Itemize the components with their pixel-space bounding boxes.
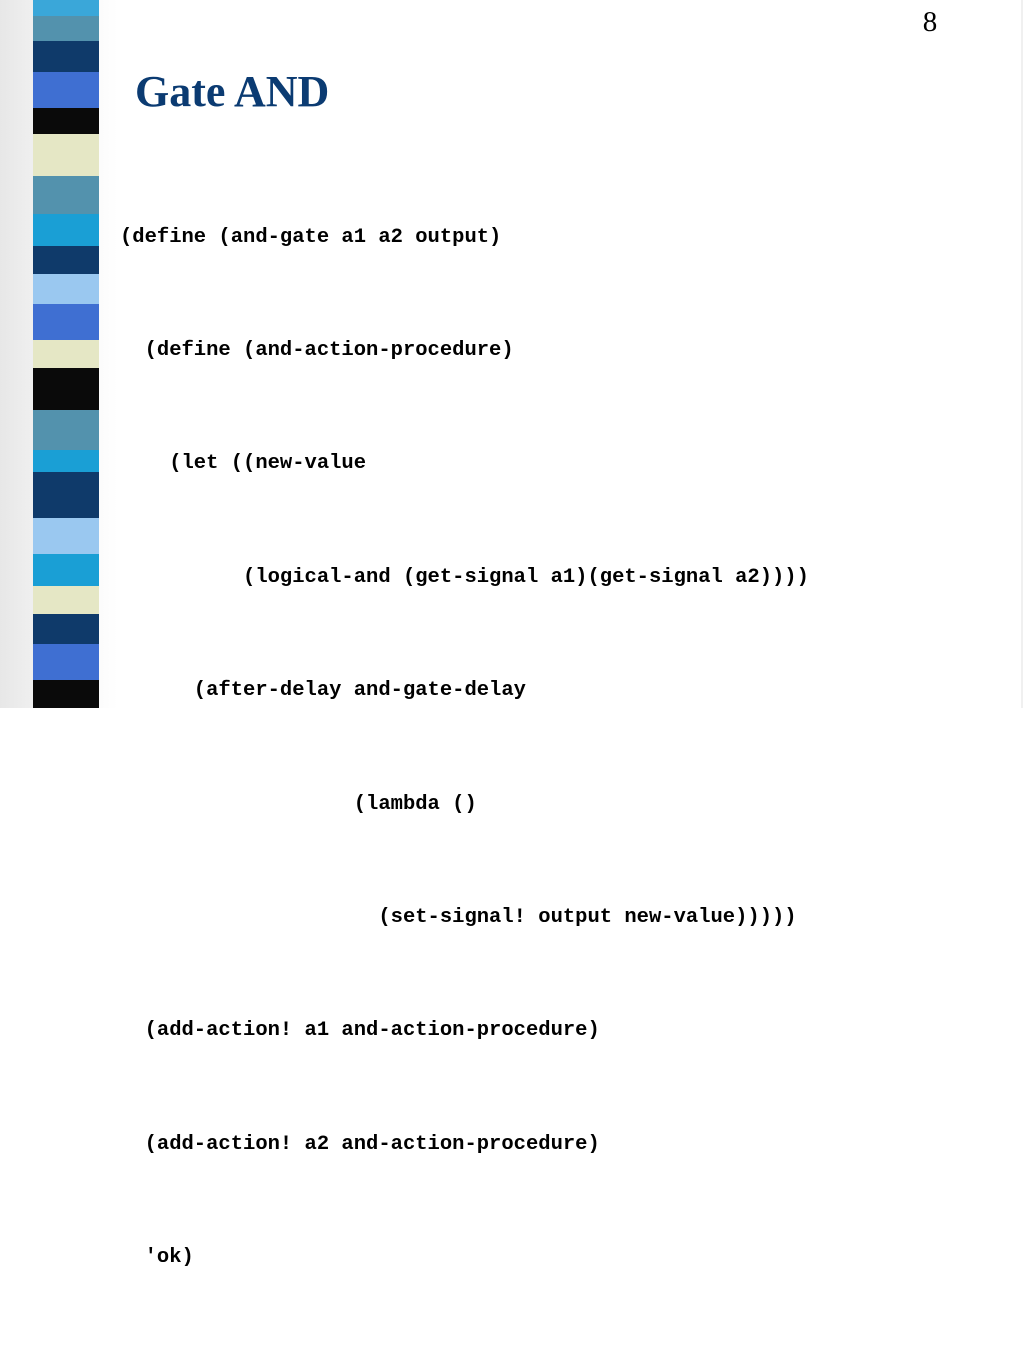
stripe-block (33, 410, 99, 450)
stripe-block (33, 472, 99, 518)
stripe-block (33, 108, 99, 134)
right-border (1021, 0, 1023, 708)
code-block: (define (and-gate a1 a2 output) (define … (120, 143, 809, 1353)
code-line: (add-action! a1 and-action-procedure) (120, 1019, 600, 1043)
page-number: 8 (922, 6, 938, 38)
stripe-block (33, 0, 99, 16)
stripe-block (33, 450, 99, 472)
stripe-block (33, 274, 99, 304)
stripe-block (33, 644, 99, 680)
code-line: 'ok) (120, 1246, 194, 1270)
decorative-stripe-bar (33, 0, 99, 708)
stripe-block (33, 176, 99, 214)
code-line: (define (and-gate a1 a2 output) (120, 225, 502, 249)
code-line: (let ((new-value (120, 452, 367, 476)
stripe-block (33, 586, 99, 614)
stripe-block (33, 304, 99, 340)
stripe-block (33, 214, 99, 246)
code-line: (after-delay and-gate-delay (120, 679, 526, 703)
stripe-block (33, 340, 99, 368)
stripe-block (33, 518, 99, 554)
stripe-block (33, 246, 99, 274)
code-line: (define (and-action-procedure) (120, 338, 514, 362)
stripe-block (33, 72, 99, 108)
code-line: (lambda () (120, 792, 477, 816)
code-line: (add-action! a2 and-action-procedure) (120, 1132, 600, 1156)
code-line: (set-signal! output new-value))))) (120, 905, 797, 929)
stripe-block (33, 134, 99, 176)
stripe-block (33, 368, 99, 410)
stripe-block (33, 16, 99, 41)
code-line: (logical-and (get-signal a1)(get-signal … (120, 565, 809, 589)
slide-title: Gate AND (135, 67, 330, 116)
slide: 8 Gate AND (define (and-gate a1 a2 outpu… (0, 0, 1023, 1269)
stripe-block (33, 41, 99, 72)
stripe-block (33, 614, 99, 644)
stripe-block (33, 554, 99, 586)
stripe-block (33, 680, 99, 708)
